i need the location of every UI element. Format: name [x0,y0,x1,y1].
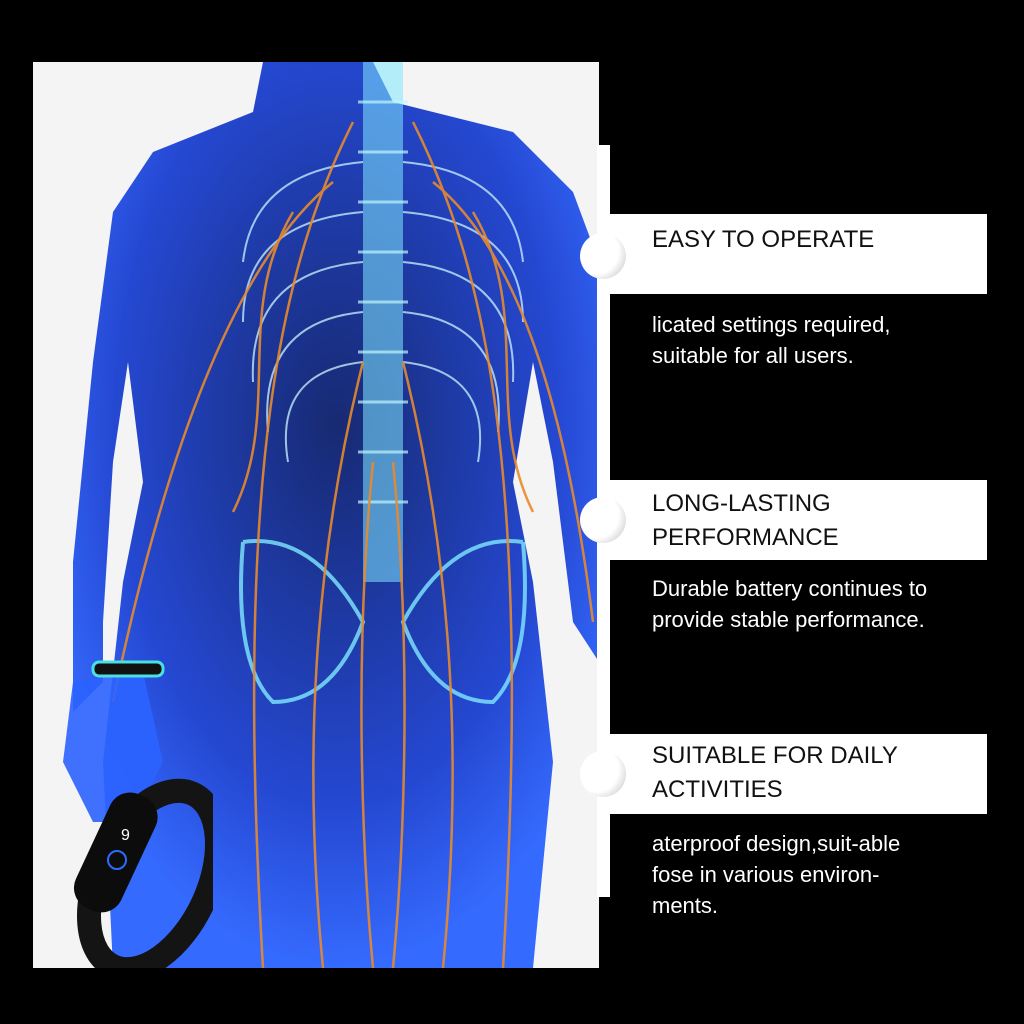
nervous-system-figure [63,62,599,968]
body-illustration: 9 [33,62,599,968]
bullet-dot-icon [580,497,626,543]
feature-2-title-line-2: PERFORMANCE [652,524,839,551]
band-display: 9 [121,827,130,844]
heart-rate-icon [107,850,127,870]
bullet-dot-icon [580,751,626,797]
feature-3-title-line-2: ACTIVITIES [652,776,783,803]
feature-1-description: licated settings required, suitable for … [652,312,891,368]
feature-1-header: EASY TO OPERATE [610,214,987,294]
feature-2-header: LONG-LASTING PERFORMANCE [610,480,987,560]
fitness-band-image: 9 [73,778,213,968]
feature-2-title-line-1: LONG-LASTING [652,490,831,517]
feature-3-title-line-1: SUITABLE FOR DAILY [652,742,898,769]
feature-1-title: EASY TO OPERATE [652,226,875,253]
feature-2-description: Durable battery continues to provide sta… [652,576,928,632]
bullet-dot-icon [580,233,626,279]
feature-3-description: aterproof design,suit-able fose in vario… [652,831,901,918]
feature-3-header: SUITABLE FOR DAILY ACTIVITIES [610,734,987,814]
